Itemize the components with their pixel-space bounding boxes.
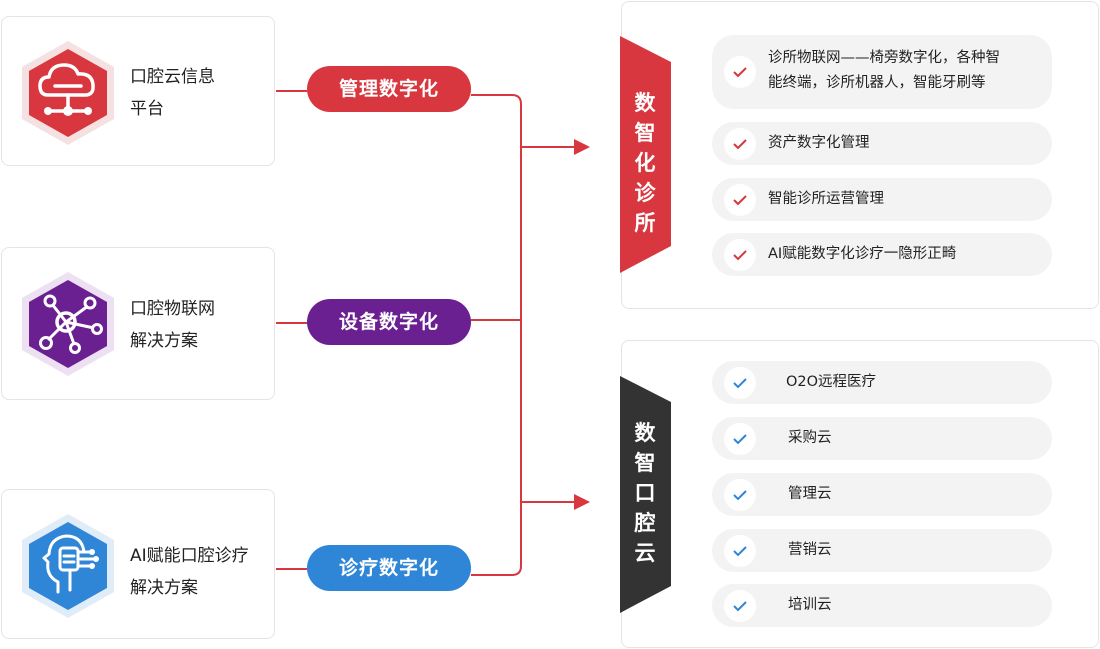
list-item: 营销云 (712, 529, 1052, 572)
list-item: 采购云 (712, 417, 1052, 460)
panel-smart-clinic: 诊所物联网——椅旁数字化，各种智 能终端，诊所机器人，智能牙刷等 资产数字化管理… (621, 1, 1099, 309)
source-title-line: 解决方案 (130, 578, 198, 598)
pill-management-digitalization: 管理数字化 (307, 66, 471, 112)
item-text-line: 能终端，诊所机器人，智能牙刷等 (768, 75, 986, 91)
source-title-line: 解决方案 (130, 331, 198, 351)
source-title-line: AI赋能口腔诊疗 (130, 546, 249, 566)
list-item: AI赋能数字化诊疗一隐形正畸 (712, 233, 1052, 276)
source-card-cloud: 口腔云信息 平台 (1, 16, 275, 166)
list-item: 培训云 (712, 584, 1052, 627)
ribbon-label-text: 数 智 化 诊 所 (634, 91, 656, 235)
pill-treatment-digitalization: 诊疗数字化 (307, 545, 471, 591)
arrow-to-cloud-icon (574, 494, 590, 510)
source-title-line: 口腔云信息 (130, 67, 215, 87)
list-item: O2O远程医疗 (712, 361, 1052, 404)
ribbon-label-text: 数 智 口 腔 云 (634, 421, 656, 565)
arrow-to-clinic-icon (574, 139, 590, 155)
item-text-line: O2O远程医疗 (786, 374, 877, 390)
item-text-line: 培训云 (788, 597, 832, 613)
network-hub-icon (22, 272, 114, 376)
check-icon (733, 249, 747, 260)
check-icon (733, 67, 747, 78)
item-text-line: 诊所物联网——椅旁数字化，各种智 (768, 50, 1000, 66)
list-item: 管理云 (712, 473, 1052, 516)
item-text-line: 智能诊所运营管理 (768, 191, 884, 207)
check-icon (733, 194, 747, 205)
panel-smart-dental-cloud: O2O远程医疗 采购云 管理云 营销云 培训云 (621, 340, 1099, 648)
source-title-line: 平台 (130, 99, 164, 119)
check-icon (733, 377, 747, 388)
source-card-iot: 口腔物联网 解决方案 (1, 247, 275, 400)
item-text-line: 资产数字化管理 (768, 135, 870, 151)
item-text-line: 管理云 (788, 486, 832, 502)
ribbon-smart-clinic (620, 36, 671, 273)
pill-device-digitalization: 设备数字化 (307, 299, 471, 345)
list-item: 资产数字化管理 (712, 122, 1052, 165)
source-card-ai: AI赋能口腔诊疗 解决方案 (1, 489, 275, 639)
check-icon (733, 489, 747, 500)
item-text-line: 采购云 (788, 430, 832, 446)
ribbon-label-smart-clinic: 数 智 化 诊 所 (620, 88, 670, 238)
check-icon (733, 600, 747, 611)
ribbon-label-smart-dental-cloud: 数 智 口 腔 云 (620, 418, 670, 568)
source-title-line: 口腔物联网 (130, 299, 215, 319)
ribbon-smart-dental-cloud (620, 376, 671, 613)
item-text-line: 营销云 (788, 542, 832, 558)
check-icon (733, 545, 747, 556)
check-icon (733, 138, 747, 149)
list-item: 智能诊所运营管理 (712, 178, 1052, 221)
cloud-network-icon (22, 41, 114, 145)
item-text-line: AI赋能数字化诊疗一隐形正畸 (768, 246, 957, 262)
check-icon (733, 433, 747, 444)
list-item: 诊所物联网——椅旁数字化，各种智 能终端，诊所机器人，智能牙刷等 (712, 35, 1052, 109)
ai-head-icon (22, 514, 114, 618)
